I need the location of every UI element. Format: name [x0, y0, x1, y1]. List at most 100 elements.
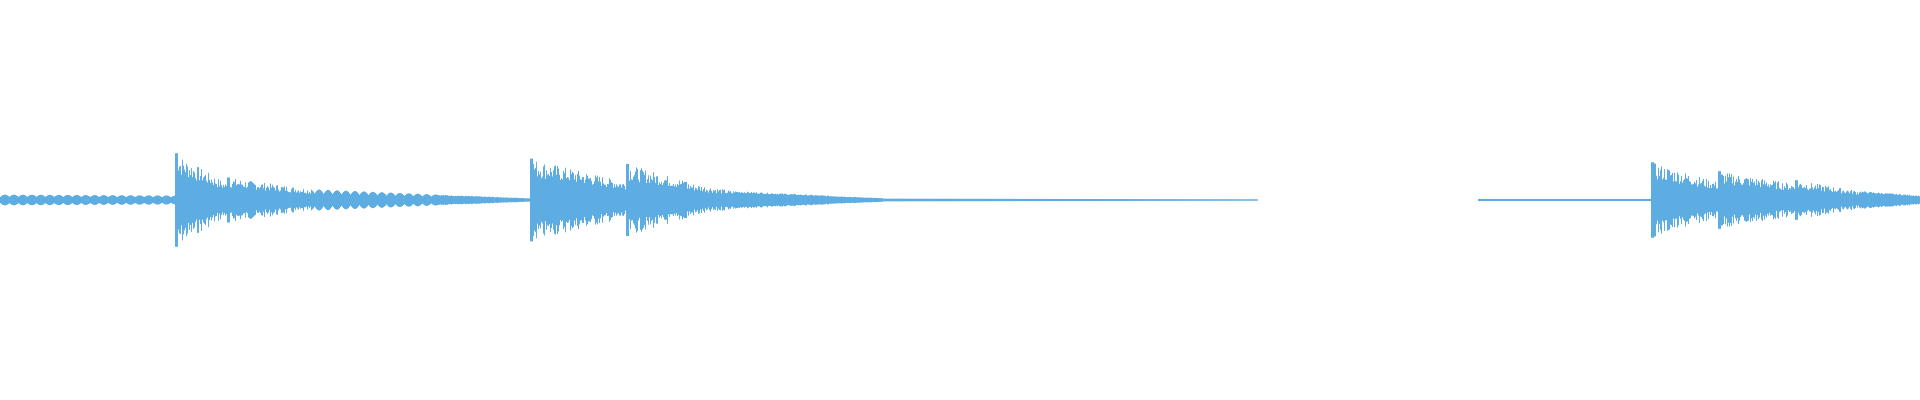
waveform-bar — [842, 196, 843, 204]
waveform-bar — [1670, 175, 1671, 225]
waveform-bar — [1104, 199, 1105, 201]
waveform-bar — [1140, 199, 1141, 201]
waveform-bar — [184, 169, 185, 231]
waveform-bar — [1836, 191, 1837, 209]
waveform-bar — [723, 190, 724, 210]
waveform-bar — [1610, 198, 1611, 202]
waveform-bar — [1051, 198, 1052, 202]
waveform-bar — [1041, 198, 1042, 202]
waveform-bar — [1756, 179, 1757, 221]
waveform-bar — [976, 198, 977, 202]
waveform-bar — [541, 178, 542, 222]
waveform-bar — [1095, 199, 1096, 201]
waveform-bar — [1241, 199, 1242, 201]
waveform-bar — [1729, 173, 1730, 227]
waveform-bar — [206, 180, 207, 220]
waveform-bar — [919, 198, 920, 202]
waveform-bar — [136, 196, 137, 204]
waveform-bar — [743, 193, 744, 207]
waveform-bar — [1147, 199, 1148, 201]
waveform-bar — [963, 198, 964, 202]
waveform-bar — [835, 196, 836, 204]
waveform-segment — [1718, 171, 1795, 229]
waveform-bar — [942, 198, 943, 202]
waveform-bar — [158, 195, 159, 205]
waveform-bar — [63, 196, 64, 204]
waveform-bar — [767, 192, 768, 208]
waveform-bar — [838, 196, 839, 204]
waveform-bar — [1156, 199, 1157, 201]
waveform-bar — [1078, 198, 1079, 202]
waveform-bar — [1720, 171, 1721, 229]
waveform-bar — [1096, 199, 1097, 201]
waveform-bar — [1608, 198, 1609, 202]
waveform-bar — [1640, 198, 1641, 202]
waveform-bar — [932, 198, 933, 202]
waveform-bar — [67, 194, 68, 206]
waveform-bar — [1644, 198, 1645, 202]
waveform-bar — [650, 175, 651, 225]
waveform-bar — [265, 190, 266, 210]
waveform-bar — [1032, 198, 1033, 202]
waveform-bar — [840, 196, 841, 204]
waveform-bar — [746, 193, 747, 207]
waveform-bar — [1203, 199, 1204, 201]
waveform-bar — [529, 198, 530, 202]
waveform-bar — [1690, 182, 1691, 218]
waveform-bar — [1757, 184, 1758, 216]
waveform-bar — [1580, 198, 1581, 202]
waveform-bar — [186, 163, 187, 237]
waveform-bar — [61, 195, 62, 205]
waveform-bar — [1853, 191, 1854, 209]
waveform-bar — [621, 187, 622, 213]
waveform-bar — [437, 194, 438, 206]
waveform-bar — [752, 193, 753, 207]
waveform-bar — [164, 195, 165, 205]
waveform-bar — [33, 195, 34, 205]
waveform-bar — [1216, 199, 1217, 201]
waveform-bar — [87, 195, 88, 205]
waveform-bar — [1747, 178, 1748, 222]
waveform-bar — [1740, 182, 1741, 218]
waveform-segment — [1651, 162, 1718, 238]
waveform-bar — [1696, 180, 1697, 220]
waveform-bar — [489, 196, 490, 204]
waveform-bar — [531, 158, 532, 242]
waveform-bar — [294, 191, 295, 209]
waveform-bar — [214, 178, 215, 222]
waveform-bar — [148, 195, 149, 205]
waveform-bar — [1209, 199, 1210, 201]
waveform-bar — [121, 195, 122, 205]
waveform-bar — [1115, 199, 1116, 201]
waveform-bar — [458, 195, 459, 205]
waveform-bar — [522, 197, 523, 203]
waveform-bar — [351, 193, 352, 207]
waveform-bar — [349, 193, 350, 207]
waveform-bar — [1174, 199, 1175, 201]
waveform-bar — [460, 195, 461, 205]
waveform-bar — [407, 193, 408, 207]
waveform-bar — [342, 193, 343, 207]
waveform-bar — [1000, 198, 1001, 202]
waveform-bar — [1832, 191, 1833, 209]
waveform-bar — [957, 198, 958, 202]
waveform-bar — [1500, 198, 1501, 202]
waveform-bar — [1658, 167, 1659, 233]
waveform-bar — [142, 196, 143, 204]
waveform-bar — [601, 185, 602, 215]
waveform-bar — [992, 198, 993, 202]
waveform-bar — [1063, 198, 1064, 202]
waveform-bar — [586, 174, 587, 226]
waveform-bar — [1834, 191, 1835, 209]
waveform-bar — [193, 170, 194, 230]
waveform-bar — [1246, 199, 1247, 201]
waveform-bar — [916, 198, 917, 202]
waveform-bar — [962, 198, 963, 202]
waveform-bar — [1026, 198, 1027, 202]
waveform-bar — [502, 197, 503, 203]
waveform-bar — [985, 198, 986, 202]
waveform-bar — [1141, 199, 1142, 201]
waveform-bar — [1597, 198, 1598, 202]
waveform-bar — [588, 178, 589, 222]
